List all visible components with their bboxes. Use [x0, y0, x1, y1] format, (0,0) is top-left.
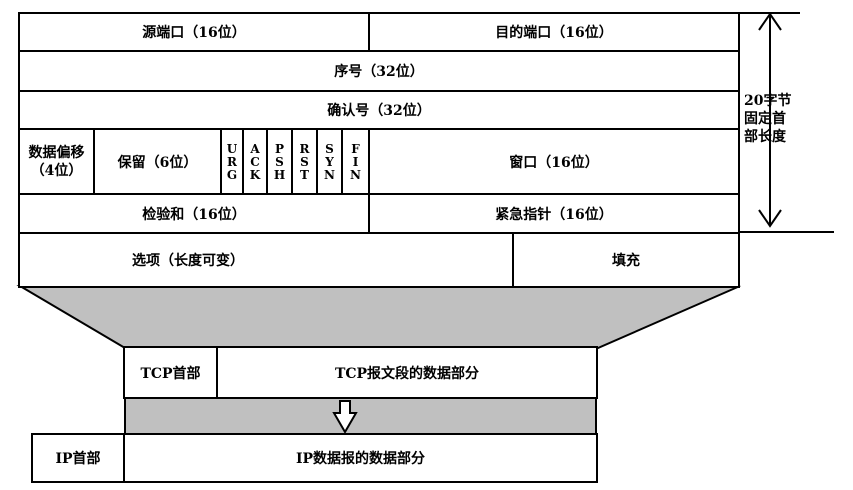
reserved-label: 保留（6位）	[117, 154, 198, 171]
down-arrow-icon	[332, 400, 358, 434]
checksum-field: 检验和（16位）	[18, 193, 370, 234]
sequence-number-label: 序号（32位）	[334, 64, 424, 80]
sequence-number-field: 序号（32位）	[18, 50, 740, 92]
urgent-pointer-label: 紧急指针（16位）	[495, 206, 613, 223]
ip-header: IP首部	[31, 433, 125, 483]
data-offset-size: （4位）	[30, 162, 83, 179]
ip-header-label: IP首部	[55, 451, 101, 467]
ack-number-field: 确认号（32位）	[18, 90, 740, 130]
tcp-segment-data-label: TCP报文段的数据部分	[334, 365, 480, 382]
tcp-segment-header-label: TCP首部	[140, 365, 201, 382]
funnel-shape	[16, 285, 741, 349]
arrow-down-head	[758, 209, 782, 228]
dst-port-field: 目的端口（16位）	[368, 12, 740, 52]
data-offset-label: 数据偏移	[28, 144, 85, 161]
window-label: 窗口（16位）	[509, 154, 599, 171]
dst-port-label: 目的端口（16位）	[495, 25, 613, 41]
padding-field: 填充	[512, 232, 740, 288]
options-field: 选项（长度可变）	[18, 232, 514, 288]
checksum-label: 检验和（16位）	[142, 206, 246, 223]
src-port-field: 源端口（16位）	[18, 12, 370, 52]
ip-data: IP数据报的数据部分	[123, 433, 598, 483]
header-length-note: 20字节 固定首 部长度	[744, 93, 792, 145]
data-offset-field: 数据偏移 （4位）	[18, 128, 95, 195]
window-field: 窗口（16位）	[368, 128, 740, 195]
reserved-field: 保留（6位）	[93, 128, 222, 195]
ip-data-label: IP数据报的数据部分	[295, 451, 426, 467]
tcp-segment-header: TCP首部	[123, 346, 218, 399]
ack-number-label: 确认号（32位）	[327, 103, 431, 119]
padding-label: 填充	[612, 253, 640, 269]
urgent-pointer-field: 紧急指针（16位）	[368, 193, 740, 234]
src-port-label: 源端口（16位）	[142, 25, 246, 41]
gray-band	[124, 396, 597, 436]
options-label: 选项（长度可变）	[132, 253, 244, 269]
tcp-segment-data: TCP报文段的数据部分	[216, 346, 598, 399]
